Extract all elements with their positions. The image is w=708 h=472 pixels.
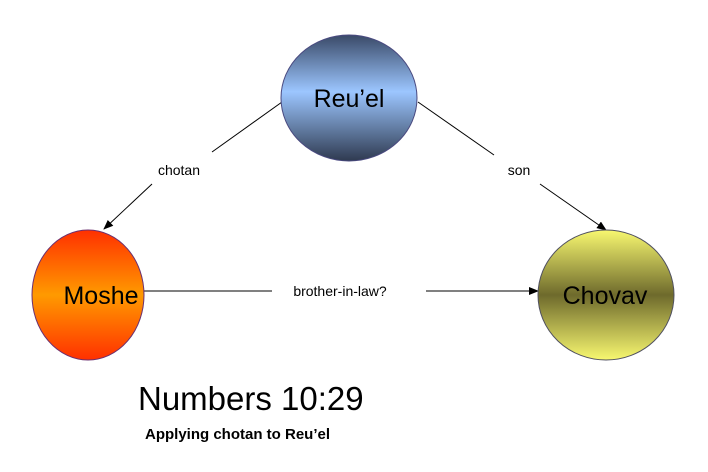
edge-line-segment bbox=[211, 101, 283, 153]
edge-arrow-segment bbox=[539, 183, 607, 231]
edge-label-brother-in-law: brother-in-law? bbox=[293, 283, 387, 299]
edge-reuel-to-chovav: son bbox=[417, 101, 607, 231]
node-moshe-circle bbox=[31, 229, 145, 361]
caption-subtitle: Applying chotan to Reu’el bbox=[145, 426, 331, 443]
edge-label-chotan: chotan bbox=[158, 162, 200, 178]
node-reuel[interactable]: Reu’el bbox=[280, 34, 418, 162]
node-reuel-circle bbox=[280, 34, 418, 162]
edge-line-segment bbox=[417, 101, 495, 156]
node-reuel-label: Reu’el bbox=[314, 85, 385, 113]
node-chovav-label: Chovav bbox=[563, 282, 648, 310]
node-chovav[interactable]: Chovav bbox=[537, 229, 675, 361]
node-moshe-label: Moshe bbox=[63, 282, 138, 310]
node-chovav-circle bbox=[537, 229, 675, 361]
edge-reuel-to-moshe: chotan bbox=[103, 101, 283, 230]
edge-moshe-to-chovav: brother-in-law? bbox=[144, 283, 539, 299]
edge-label-son: son bbox=[508, 162, 531, 178]
node-moshe[interactable]: Moshe bbox=[31, 229, 145, 361]
caption-title: Numbers 10:29 bbox=[138, 380, 364, 417]
edge-arrow-segment bbox=[103, 183, 153, 230]
